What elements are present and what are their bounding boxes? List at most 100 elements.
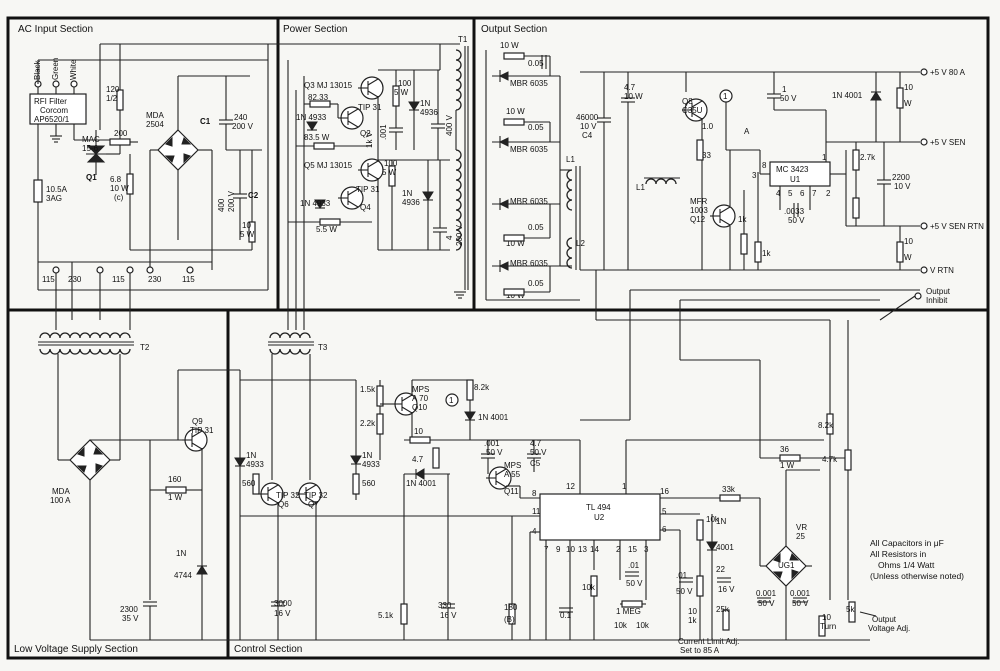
svg-text:C1: C1 (200, 117, 211, 126)
svg-text:TIP 32: TIP 32 (304, 491, 328, 500)
svg-text:9: 9 (556, 545, 561, 554)
svg-text:Green: Green (51, 58, 60, 80)
svg-text:10.5A: 10.5A (46, 185, 68, 194)
mda-100a-bridge (69, 439, 111, 481)
svg-text:MAC: MAC (82, 135, 100, 144)
svg-text:5.1k: 5.1k (378, 611, 394, 620)
svg-text:10k: 10k (636, 621, 650, 630)
svg-text:2200: 2200 (892, 173, 910, 182)
svg-text:82.33: 82.33 (308, 93, 329, 102)
svg-text:1: 1 (622, 482, 627, 491)
svg-text:.0033: .0033 (784, 207, 805, 216)
svg-text:35 V: 35 V (122, 614, 139, 623)
svg-text:Q6: Q6 (278, 500, 289, 509)
output-terminals: +5 V 80 A +5 V SEN +5 V SEN RTN V RTN Ou… (914, 68, 984, 305)
svg-text:1 W: 1 W (780, 461, 795, 470)
svg-text:Q3 MJ 13015: Q3 MJ 13015 (304, 81, 353, 90)
mda-2504-bridge (157, 129, 199, 171)
svg-text:330: 330 (438, 601, 452, 610)
svg-text:1N: 1N (716, 517, 726, 526)
svg-text:230: 230 (148, 275, 162, 284)
svg-text:1 W: 1 W (168, 493, 183, 502)
svg-text:TIP 31: TIP 31 (190, 426, 214, 435)
output-inhibit-label: Output (926, 287, 951, 296)
svg-text:10 V: 10 V (894, 182, 911, 191)
ac-wire-color-labels: Black Green White (33, 58, 78, 80)
power-section-title: Power Section (283, 24, 347, 35)
svg-text:180: 180 (504, 603, 518, 612)
svg-text:115: 115 (112, 275, 125, 284)
svg-text:10 W: 10 W (624, 92, 643, 101)
triac-q1: MAC 15-6 Q1 (82, 130, 106, 182)
svg-text:4744: 4744 (174, 571, 192, 580)
svg-text:L1: L1 (636, 183, 645, 192)
svg-text:UG1: UG1 (778, 561, 795, 570)
svg-text:4.7: 4.7 (530, 439, 542, 448)
output-circuit: 10 W 0.05 MBR 6035 10 W 0.05 MBR 6035 (485, 41, 984, 321)
svg-text:0.05: 0.05 (528, 59, 544, 68)
svg-text:3AG: 3AG (46, 194, 62, 203)
svg-text:1N: 1N (420, 99, 430, 108)
svg-text:Q1: Q1 (86, 173, 97, 182)
svg-text:RFI Filter: RFI Filter (34, 97, 67, 106)
svg-text:5 W: 5 W (240, 230, 255, 239)
low-voltage-section-title: Low Voltage Supply Section (14, 644, 138, 655)
svg-text:Ohms 1/4 Watt: Ohms 1/4 Watt (878, 560, 935, 570)
svg-text:13: 13 (578, 545, 587, 554)
q3-transistor (357, 76, 384, 100)
svg-text:All Capacitors in μF: All Capacitors in μF (870, 538, 944, 548)
svg-text:200 V: 200 V (232, 122, 254, 131)
svg-text:10: 10 (904, 83, 913, 92)
svg-text:MDA: MDA (52, 487, 70, 496)
output-section-title: Output Section (481, 24, 547, 35)
svg-text:50 V: 50 V (486, 448, 503, 457)
snubber-row-4: MBR 6035 0.05 10 W (492, 259, 560, 300)
svg-text:16: 16 (660, 487, 669, 496)
svg-text:10 W: 10 W (500, 41, 519, 50)
power-circuit: Q3 MJ 13015 TIP 31 Q2 82.33 1N 4933 83.5… (287, 35, 469, 330)
svg-text:8.2k: 8.2k (474, 383, 490, 392)
svg-text:U1: U1 (790, 175, 801, 184)
svg-text:Q2: Q2 (360, 129, 371, 138)
svg-text:Q8: Q8 (682, 97, 693, 106)
svg-text:8: 8 (532, 489, 537, 498)
svg-text:1N: 1N (362, 451, 372, 460)
svg-text:T3: T3 (318, 343, 328, 352)
svg-text:4001: 4001 (716, 543, 734, 552)
svg-text:1N 4001: 1N 4001 (406, 479, 437, 488)
svg-text:100: 100 (384, 159, 398, 168)
svg-text:10: 10 (566, 545, 575, 554)
svg-text:Q4: Q4 (360, 203, 371, 212)
svg-text:115: 115 (42, 275, 55, 284)
svg-text:33: 33 (702, 151, 711, 160)
svg-text:7: 7 (812, 189, 817, 198)
svg-text:4.7: 4.7 (412, 455, 424, 464)
svg-text:TIP 32: TIP 32 (276, 491, 300, 500)
svg-text:240: 240 (234, 113, 248, 122)
svg-text:100 A: 100 A (50, 496, 71, 505)
svg-text:1/2: 1/2 (106, 94, 118, 103)
svg-text:1: 1 (723, 92, 728, 101)
svg-text:10k: 10k (582, 583, 596, 592)
svg-text:120: 120 (106, 85, 120, 94)
svg-text:200 V: 200 V (455, 224, 464, 246)
svg-text:4936: 4936 (420, 108, 438, 117)
tl494-ic (539, 493, 661, 541)
svg-text:L2: L2 (576, 239, 585, 248)
svg-text:1.0: 1.0 (702, 122, 714, 131)
svg-text:1N 4001: 1N 4001 (832, 91, 863, 100)
svg-text:.01: .01 (676, 571, 688, 580)
svg-text:1k: 1k (688, 616, 697, 625)
svg-text:6: 6 (800, 189, 805, 198)
svg-text:4: 4 (445, 235, 454, 240)
svg-text:16 V: 16 V (718, 585, 735, 594)
svg-text:5.5 W: 5.5 W (316, 225, 337, 234)
svg-text:8.2k: 8.2k (818, 421, 834, 430)
svg-text:1N 4001: 1N 4001 (478, 413, 509, 422)
svg-text:14: 14 (590, 545, 599, 554)
svg-text:2504: 2504 (146, 120, 164, 129)
svg-text:230: 230 (68, 275, 82, 284)
svg-text:15: 15 (628, 545, 637, 554)
svg-text:2.7k: 2.7k (860, 153, 876, 162)
svg-text:MBR 6035: MBR 6035 (510, 197, 548, 206)
